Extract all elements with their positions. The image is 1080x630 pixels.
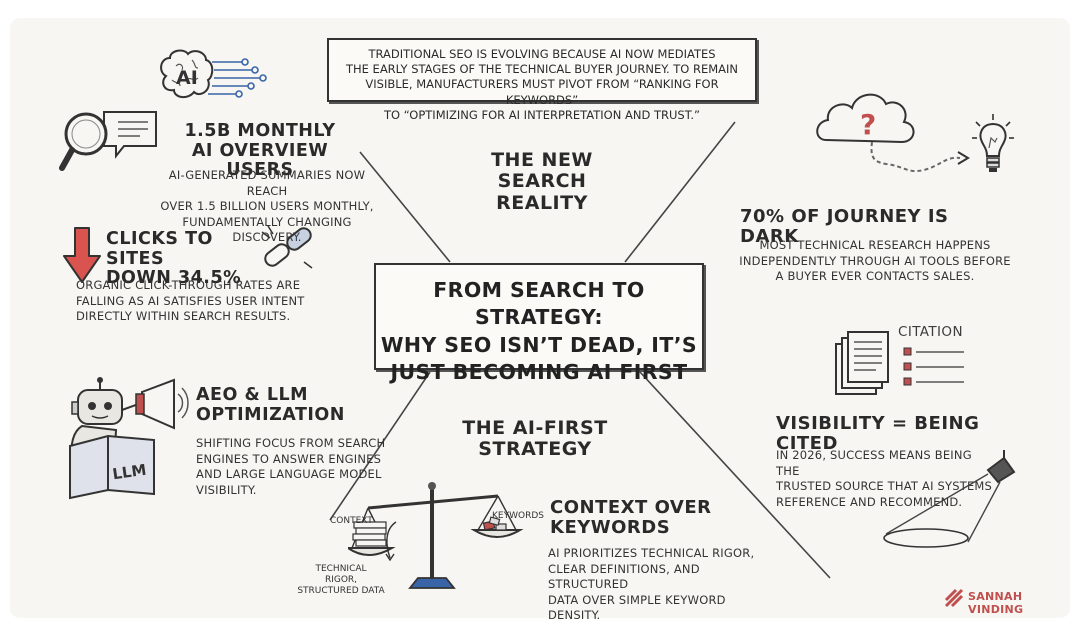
center-title-line: FROM SEARCH TO STRATEGY:	[433, 278, 645, 330]
scale-label-line: TECHNICAL	[315, 564, 367, 574]
stat-title-line: KEYWORDS	[550, 517, 671, 539]
brand-name: SANNAH VINDING	[968, 590, 1024, 616]
stat-title-line: DOWN 34.5%	[106, 268, 242, 289]
scale-label-keywords: KEYWORDS	[492, 511, 544, 521]
context-title: CONTEXT OVER KEYWORDS	[550, 497, 720, 539]
stat-body-line: AI-GENERATED SUMMARIES NOW REACH	[168, 168, 366, 198]
stat-title-line: AI OVERVIEW USERS	[191, 140, 329, 181]
clicks-title: CLICKS TO SITES DOWN 34.5%	[106, 229, 276, 289]
brand-logo-icon	[944, 588, 964, 608]
robot-megaphone-icon: LLM	[69, 377, 189, 500]
cloud-question-icon: ?	[816, 93, 970, 173]
intro-line: TO “OPTIMIZING FOR AI INTERPRETATION AND…	[384, 107, 700, 122]
llm-book-label: LLM	[111, 461, 147, 484]
magnifier-chat-icon	[59, 111, 157, 171]
stat-title-line: OPTIMIZATION	[196, 404, 345, 425]
context-body: AI PRIORITIZES TECHNICAL RIGOR, CLEAR DE…	[548, 546, 778, 624]
section-ai-first-strategy: THE AI-FIRST STRATEGY	[455, 417, 615, 461]
ai-overview-body: AI-GENERATED SUMMARIES NOW REACH OVER 1.…	[152, 168, 382, 246]
scale-label-technical: TECHNICAL RIGOR, STRUCTURED DATA	[296, 564, 386, 596]
ai-overview-title: 1.5B MONTHLY AI OVERVIEW USERS	[160, 121, 360, 181]
section-heading-line: THE AI-FIRST	[462, 417, 608, 439]
broken-link-icon	[261, 225, 313, 269]
stat-body-line: MOST TECHNICAL RESEARCH HAPPENS	[759, 238, 991, 252]
section-heading-line: SEARCH REALITY	[496, 170, 588, 214]
stat-title-line: CONTEXT OVER	[550, 497, 712, 518]
intro-line: VISIBLE, MANUFACTURERS MUST PIVOT FROM “…	[365, 77, 719, 107]
aeo-title: AEO & LLM OPTIMIZATION	[196, 385, 356, 425]
stat-body-line: ENGINES TO ANSWER ENGINES	[196, 451, 382, 466]
stat-body-line: FUNDAMENTALLY CHANGING DISCOVERY.	[182, 214, 352, 245]
stat-body-line: DIRECTLY WITHIN SEARCH RESULTS.	[76, 309, 291, 324]
stat-body-line: A BUYER EVER CONTACTS SALES.	[775, 269, 975, 284]
aeo-body: SHIFTING FOCUS FROM SEARCH ENGINES TO AN…	[196, 436, 416, 498]
center-title-line: WHY SEO ISN’T DEAD, IT’S	[380, 332, 698, 357]
intro-box: TRADITIONAL SEO IS EVOLVING BECAUSE AI N…	[327, 38, 757, 122]
section-heading-line: THE NEW	[491, 149, 593, 171]
scale-label-line: RIGOR,	[324, 574, 358, 585]
stat-body-line: REFERENCE AND RECOMMEND.	[776, 494, 963, 509]
stat-body-line: AND LARGE LANGUAGE MODEL	[196, 467, 382, 482]
svg-text:?: ?	[860, 108, 876, 141]
scale-label-line: STRUCTURED DATA	[297, 585, 385, 596]
stat-body-line: DENSITY.	[548, 608, 601, 623]
center-title-line: JUST BECOMING AI FIRST	[390, 359, 688, 384]
dark-journey-body: MOST TECHNICAL RESEARCH HAPPENS INDEPEND…	[730, 238, 1020, 285]
visibility-title: VISIBILITY = BEING CITED	[776, 413, 980, 455]
scale-pointer-arrow	[385, 521, 397, 562]
stat-body-line: ORGANIC CLICK-THROUGH RATES ARE	[76, 278, 301, 292]
brain-circuit-icon: AI	[160, 49, 267, 98]
stat-title-line: 1.5B MONTHLY	[184, 121, 336, 141]
dark-journey-title: 70% OF JOURNEY IS DARK	[740, 206, 949, 248]
stat-body-line: SHIFTING FOCUS FROM SEARCH	[196, 436, 386, 450]
section-heading-line: STRATEGY	[478, 438, 592, 461]
ai-brain-label: AI	[176, 67, 198, 89]
stat-body-line: CLEAR DEFINITIONS, AND STRUCTURED	[548, 561, 700, 592]
stat-body-line: TRUSTED SOURCE THAT AI SYSTEMS	[776, 479, 993, 494]
stat-body-line: VISIBILITY.	[196, 482, 257, 497]
clicks-body: ORGANIC CLICK-THROUGH RATES ARE FALLING …	[76, 278, 336, 325]
stat-body-line: AI PRIORITIZES TECHNICAL RIGOR,	[548, 546, 755, 560]
intro-line: THE EARLY STAGES OF THE TECHNICAL BUYER …	[345, 62, 739, 77]
spotlight-icon	[883, 450, 1016, 548]
section-new-search-reality: THE NEW SEARCH REALITY	[452, 149, 632, 214]
lightbulb-icon	[972, 114, 1014, 172]
citation-label: CITATION	[898, 324, 963, 340]
down-arrow-icon	[63, 227, 101, 283]
center-title-box: FROM SEARCH TO STRATEGY: WHY SEO ISN’T D…	[374, 263, 704, 384]
stat-body-line: FALLING AS AI SATISFIES USER INTENT	[76, 293, 305, 308]
stat-body-line: DATA OVER SIMPLE KEYWORD	[548, 592, 726, 607]
stat-body-line: INDEPENDENTLY THROUGH AI TOOLS BEFORE	[739, 253, 1011, 268]
stat-title-line: CLICKS TO SITES	[106, 229, 213, 269]
scale-label-context: CONTEXT	[330, 516, 373, 526]
citation-checklist	[903, 347, 964, 386]
documents-checklist-icon	[835, 331, 889, 395]
visibility-body: IN 2026, SUCCESS MEANS BEING THE TRUSTED…	[776, 448, 996, 510]
stat-body-line: IN 2026, SUCCESS MEANS BEING THE	[776, 448, 972, 478]
stat-body-line: OVER 1.5 BILLION USERS MONTHLY,	[160, 199, 374, 214]
balance-scale-icon	[348, 482, 524, 589]
stat-title-line: AEO & LLM	[196, 385, 309, 405]
intro-line: TRADITIONAL SEO IS EVOLVING BECAUSE AI N…	[368, 47, 716, 61]
